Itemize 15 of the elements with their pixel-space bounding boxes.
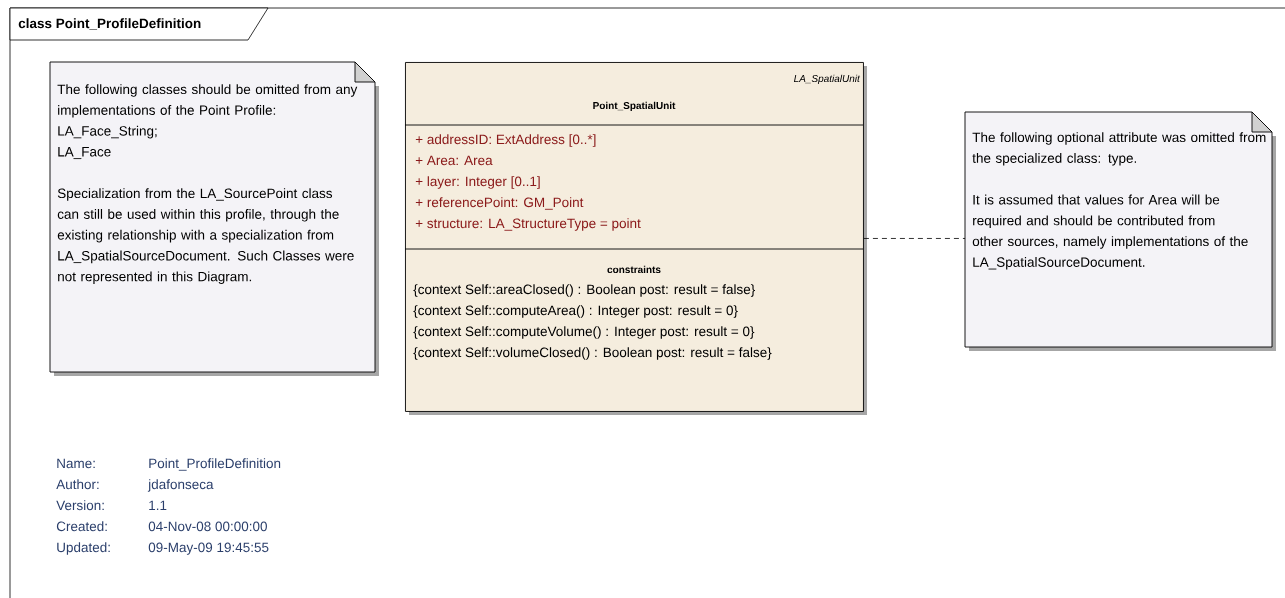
field-value: 09-May-09 19:45:55 bbox=[148, 542, 269, 555]
frame-tab: class Point_ProfileDefinition bbox=[9, 7, 269, 41]
field-name: Name: bbox=[57, 458, 95, 469]
field-name: Updated: bbox=[57, 542, 110, 555]
class-box: LA_SpatialUnit Point_SpatialUnit + addressID: ExtAddress [0..*] + Area: Area + layer: Integer [0..1] + referencePoint: GM_Point + structure: LA_StructureType = point constraints {context Self::areaClosed() : Boolean post: result = false} {context Self::computeArea() : Integer post: result = 0} {context Self::computeVolume() : Integer post: result = 0} {context Self::volumeClosed() : Boolean post: result = false} bbox=[404, 62, 867, 415]
field-value: 1.1 bbox=[149, 500, 167, 510]
dashed-connector bbox=[863, 238, 966, 239]
note: The following classes should be omitted from any implementations of the Point Profile: LA_Face_String; LA_Face Specialization from the LA_SourcePoint class can still be used within this profile, through the existing relationship with a specialization from LA_SpatialSourceDocument. Such Classes were not represented in this Diagram. bbox=[49, 61, 379, 376]
note: The following optional attribute was omitted from the specialized class: type. It is assumed that values for Area will be required and should be contributed from other sources, namely implementations of the LA_SpatialSourceDocument. bbox=[964, 111, 1276, 351]
field-value: jdafonseca bbox=[147, 479, 214, 492]
field-name: Version: bbox=[56, 500, 104, 511]
field-name: Author: bbox=[56, 479, 99, 490]
field-value: Point_ProfileDefinition bbox=[149, 458, 281, 471]
field-name: Created: bbox=[56, 521, 107, 532]
field-value: 04-Nov-08 00:00:00 bbox=[148, 521, 267, 532]
